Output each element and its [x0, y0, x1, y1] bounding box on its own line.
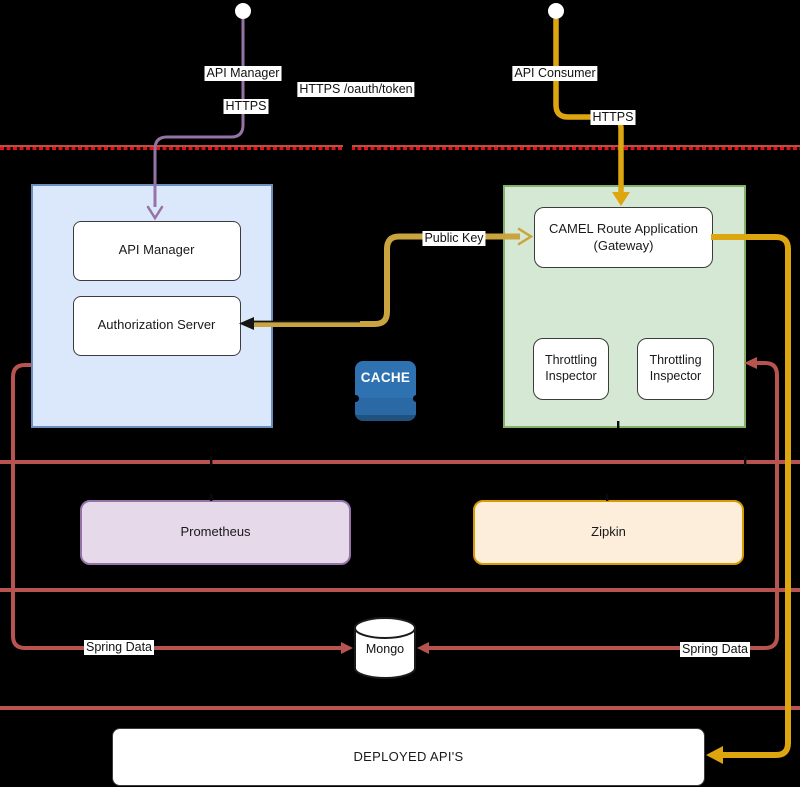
spring-data-gateway-arrowhead [744, 357, 757, 369]
api-manager-actor-icon [235, 3, 251, 19]
deployed-apis-node: DEPLOYED API'S [112, 728, 705, 786]
api-manager-node: API Manager [72, 220, 241, 281]
cache-icon-notch-right [412, 395, 420, 402]
zone-boundary-line [0, 144, 800, 147]
spring-data-right-arrow [429, 361, 779, 650]
mongo-database-icon [354, 617, 416, 679]
spring-data-left-edge-label: Spring Data [83, 640, 155, 655]
throttling-left-label-line1: Throttling [544, 353, 598, 368]
prometheus-label: Prometheus [180, 524, 251, 540]
junction-tick [210, 494, 213, 501]
zone-boundary-dashes [0, 147, 800, 150]
throttling-right-label-line1: Throttling [649, 353, 702, 368]
public-key-edge-label: Public Key [422, 231, 486, 246]
cache-icon-band [355, 398, 416, 421]
api-manager-edge-label: API Manager [204, 66, 282, 81]
api-consumer-edge-label: API Consumer [512, 66, 598, 81]
junction-tick [210, 456, 213, 466]
oauth-token-edge-label: HTTPS /oauth/token [297, 82, 415, 97]
junction-tick [606, 494, 609, 501]
authorization-server-node-label: Authorization Server [97, 317, 216, 333]
spring-data-left-arrowhead [341, 642, 353, 654]
junction-tick [617, 421, 620, 428]
mongo-cylinder-body [354, 628, 416, 679]
camel-gateway-label-line1: CAMEL Route Application [548, 221, 699, 237]
api-consumer-https-arrowhead [612, 192, 630, 206]
api-manager-https-arrow [153, 19, 245, 207]
prometheus-node: Prometheus [80, 500, 351, 565]
camel-gateway-label-line2: (Gateway) [593, 237, 654, 253]
api-manager-https-arrowhead [146, 205, 164, 221]
public-key-arrowhead-gateway [517, 227, 534, 246]
public-key-arrow [252, 233, 520, 327]
gateway-to-deployed-arrow [711, 234, 791, 758]
mongo-label: Mongo [365, 642, 405, 656]
api-consumer-https-arrow [553, 19, 624, 192]
authorization-server-node: Authorization Server [72, 295, 241, 356]
deployed-apis-label: DEPLOYED API'S [353, 748, 464, 764]
zipkin-label: Zipkin [591, 524, 626, 540]
throttling-left-label-line2: Inspector [545, 369, 597, 383]
https-consumer-edge-label: HTTPS [590, 110, 636, 125]
spring-data-left-arrow [11, 363, 341, 650]
zipkin-node: Zipkin [473, 500, 744, 565]
gateway-to-deployed-arrowhead [706, 746, 723, 764]
throttling-inspector-left-node: Throttling Inspector [533, 338, 609, 400]
cache-icon-lip [355, 415, 416, 421]
https-manager-edge-label: HTTPS [223, 99, 269, 114]
cache-icon: CACHE [351, 361, 420, 421]
spring-data-right-arrowhead [417, 642, 429, 654]
management-zone-container: API Manager Authorization Server [31, 184, 273, 428]
api-consumer-actor-icon [548, 3, 564, 19]
junction-tick [744, 456, 747, 466]
throttling-right-label-line2: Inspector [649, 369, 702, 383]
zone-boundary-gap [343, 143, 352, 151]
mongo-cylinder-top [354, 617, 416, 639]
public-key-arrowhead-authserver [239, 317, 254, 330]
camel-gateway-node: CAMEL Route Application (Gateway) [534, 207, 713, 268]
cache-label: CACHE [360, 370, 411, 385]
cache-icon-notch-left [351, 395, 359, 402]
throttling-inspector-right-node: Throttling Inspector [637, 338, 714, 400]
spring-data-right-edge-label: Spring Data [679, 642, 751, 657]
api-manager-node-label: API Manager [118, 242, 195, 258]
gateway-zone-container: CAMEL Route Application (Gateway) Thrott… [503, 185, 746, 428]
